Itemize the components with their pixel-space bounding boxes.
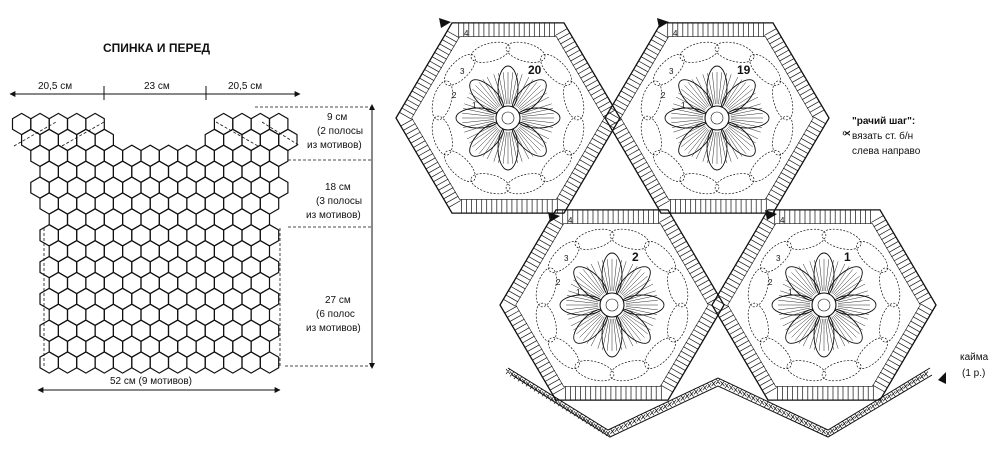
schematic-hexagon	[167, 351, 188, 374]
round-mark: 1	[472, 101, 477, 110]
border-label-line2: (1 р.)	[962, 368, 985, 379]
schematic-hexagon	[131, 351, 151, 374]
round-mark: 3	[669, 67, 674, 76]
round-mark: 1	[788, 288, 793, 297]
round-mark: 4	[673, 29, 678, 38]
round-mark: 4	[568, 216, 573, 225]
motif-outline	[395, 22, 621, 214]
measure-2-value: 18 см	[325, 182, 351, 193]
motif-number: 2	[632, 250, 639, 264]
round-mark: 3	[460, 67, 465, 76]
measure-3-value: 27 см	[325, 295, 351, 306]
dim-arrow-a	[369, 104, 375, 110]
motif-19: 19 1 2 3 4	[604, 22, 830, 214]
measure-3-note2: из мотивов)	[306, 323, 361, 334]
schematic-hexagon	[112, 351, 133, 374]
round-mark: 2	[452, 91, 457, 100]
start-marker-1	[765, 210, 777, 220]
border-crossed-stitches	[505, 368, 929, 437]
round-mark: 1	[576, 288, 581, 297]
dim-arrow-b	[369, 363, 375, 369]
round-mark: 3	[564, 254, 569, 263]
motifs-group: 20 1 2 3 4 19 1 2 3 4 2 1 2 3 4 1 1 2 3 4	[395, 22, 937, 401]
motif-outline	[499, 209, 725, 401]
measure-2-note2: из мотивов)	[306, 210, 361, 221]
border-label-line1: кайма	[960, 352, 989, 363]
measure-1-note1: (2 полосы	[317, 126, 363, 137]
schematic-hexagon	[94, 351, 115, 374]
start-marker-2	[548, 212, 560, 222]
round-mark: 3	[776, 254, 781, 263]
schematic-title: СПИНКА И ПЕРЕД	[103, 41, 211, 55]
legend-title: "рачий шаг":	[852, 116, 915, 127]
start-marker-20	[439, 18, 451, 28]
crochet-chart-panel: 20 1 2 3 4 19 1 2 3 4 2 1 2 3 4 1 1 2 3 4 x̃ "рачий шаг": в…	[395, 18, 989, 438]
center-ring	[704, 105, 730, 131]
start-marker-19	[657, 18, 669, 28]
schematic-hexagon	[204, 351, 225, 374]
motif-number: 1	[844, 250, 851, 264]
motif-number: 20	[528, 63, 542, 77]
top-width-middle: 23 см	[144, 81, 170, 92]
bottom-width: 52 см (9 мотивов)	[110, 376, 192, 387]
round-mark: 2	[556, 278, 561, 287]
schematic-hexagon	[57, 351, 78, 374]
half-motif-dashed-line	[261, 121, 301, 147]
round-mark: 1	[681, 101, 686, 110]
half-motif-dashed-line	[215, 121, 259, 147]
schematic-hexagon	[149, 351, 170, 374]
schematic-hexagon	[241, 351, 261, 374]
round-mark: 2	[661, 91, 666, 100]
schematic-hexagon	[223, 351, 243, 374]
round-mark: 4	[780, 216, 785, 225]
motif-2: 2 1 2 3 4	[499, 209, 725, 401]
schematic-hexagon	[39, 351, 60, 374]
motif-hexagon-grid	[11, 112, 301, 374]
motif-number: 19	[737, 63, 751, 77]
measure-3-note1: (6 полос	[316, 309, 355, 320]
measure-1-value: 9 см	[327, 112, 347, 123]
legend-symbol: x̃	[842, 130, 853, 136]
legend-line2: слева направо	[852, 146, 921, 157]
half-motif-dashed-line	[61, 121, 105, 147]
center-ring	[811, 292, 837, 318]
schematic-panel: СПИНКА И ПЕРЕД 20,5 см 23 см 20,5 см 9 с…	[9, 41, 375, 393]
half-motif-dashed-line	[13, 121, 57, 147]
motif-1: 1 1 2 3 4	[711, 209, 937, 401]
measure-1-note2: из мотивов)	[307, 140, 362, 151]
border-row	[505, 367, 933, 438]
round-mark: 4	[464, 29, 469, 38]
center-ring	[599, 292, 625, 318]
top-width-left: 20,5 см	[38, 81, 72, 92]
motif-20: 20 1 2 3 4	[395, 22, 621, 214]
start-marker-border	[938, 372, 946, 384]
round-mark: 2	[768, 278, 773, 287]
center-ring	[495, 105, 521, 131]
top-width-right: 20,5 см	[228, 81, 262, 92]
schematic-hexagon	[76, 351, 96, 374]
measure-2-note1: (3 полосы	[316, 196, 362, 207]
legend-line1: вязать ст. б/н	[852, 130, 913, 142]
schematic-hexagon	[186, 351, 206, 374]
schematic-hexagon	[259, 351, 280, 374]
